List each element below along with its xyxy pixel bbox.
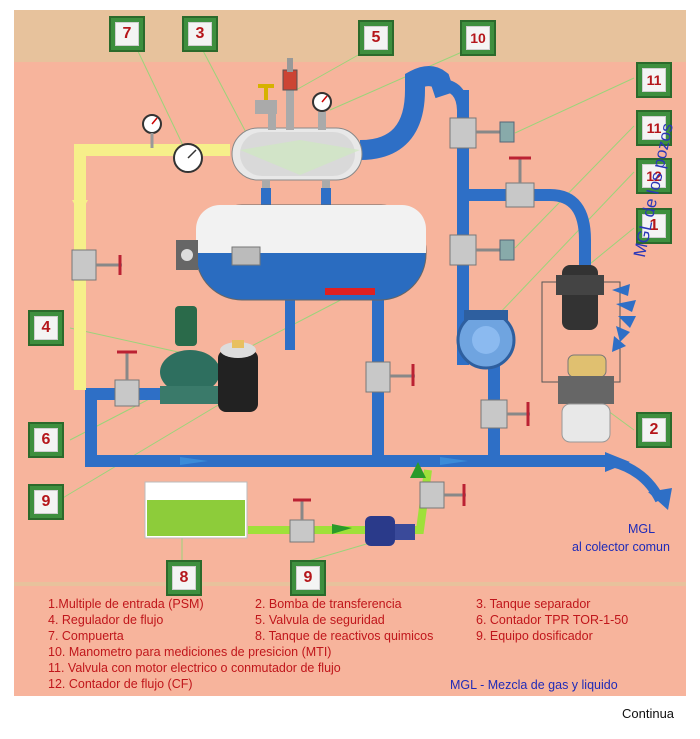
valve-icon	[419, 481, 466, 509]
callout-8: 8	[166, 560, 202, 596]
transfer-pump	[558, 354, 614, 443]
valve-icon	[365, 361, 415, 393]
main-tank	[176, 204, 427, 301]
gauge-icon	[142, 114, 162, 148]
callout-2: 2	[636, 412, 672, 448]
legend-item: 10. Manometro para mediciones de presici…	[48, 645, 332, 659]
top-pipe	[359, 66, 455, 160]
outlet-label-2: al colector comun	[572, 540, 670, 554]
gauge-icon	[312, 92, 332, 112]
continue-label: Continua	[622, 706, 675, 721]
outlet-label-1: MGL	[628, 522, 656, 536]
valve-icon	[505, 156, 535, 208]
legend-item: 7. Compuerta	[48, 629, 124, 643]
callout-5: 5	[358, 20, 394, 56]
callout-12: 12	[636, 158, 672, 194]
valve-icon	[480, 399, 530, 429]
legend-item: 4. Regulador de flujo	[48, 613, 164, 627]
callout-7: 7	[109, 16, 145, 52]
valve-icon	[71, 249, 122, 281]
callout-11a: 11	[636, 62, 672, 98]
separator-tank	[231, 90, 363, 210]
callout-3: 3	[182, 16, 218, 52]
callout-9a: 9	[28, 484, 64, 520]
chemical-tank	[144, 481, 248, 539]
flow-meter-12	[456, 310, 516, 370]
callout-11b: 11	[636, 110, 672, 146]
valve-icon	[289, 498, 315, 543]
collector-pipe	[85, 455, 610, 467]
legend-item: 8. Tanque de reactivos quimicos	[255, 629, 434, 643]
flow-regulator	[160, 306, 220, 404]
motor-valve-icon	[449, 117, 515, 149]
valve-icon	[114, 350, 140, 407]
valve-icon	[255, 84, 277, 114]
legend-item: 11. Valvula con motor electrico o conmut…	[48, 661, 341, 675]
callout-10: 10	[460, 20, 496, 56]
callout-4: 4	[28, 310, 64, 346]
callout-1: 1	[636, 208, 672, 244]
legend-item: 3. Tanque separador	[476, 597, 591, 611]
legend-item: 5. Valvula de seguridad	[255, 613, 385, 627]
legend-item: 12. Contador de flujo (CF)	[48, 677, 193, 691]
dosing-pump	[365, 516, 415, 546]
legend-item: 9. Equipo dosificador	[476, 629, 593, 643]
flow-arrows	[180, 457, 468, 465]
well-arrows	[612, 284, 636, 352]
callout-9b: 9	[290, 560, 326, 596]
manometer-icon	[173, 143, 203, 173]
safety-valve-icon	[282, 58, 298, 91]
legend-item: 6. Contador TPR TOR-1-50	[476, 613, 629, 627]
inlet-manifold	[541, 265, 621, 383]
legend-item: 2. Bomba de transferencia	[255, 597, 402, 611]
legend-note: MGL - Mezcla de gas y liquido	[450, 678, 618, 692]
legend-background	[14, 586, 686, 696]
legend-item: 1.Multiple de entrada (PSM)	[48, 597, 204, 611]
motor-valve-icon	[449, 234, 515, 266]
flow-counter	[218, 340, 258, 412]
callout-6: 6	[28, 422, 64, 458]
